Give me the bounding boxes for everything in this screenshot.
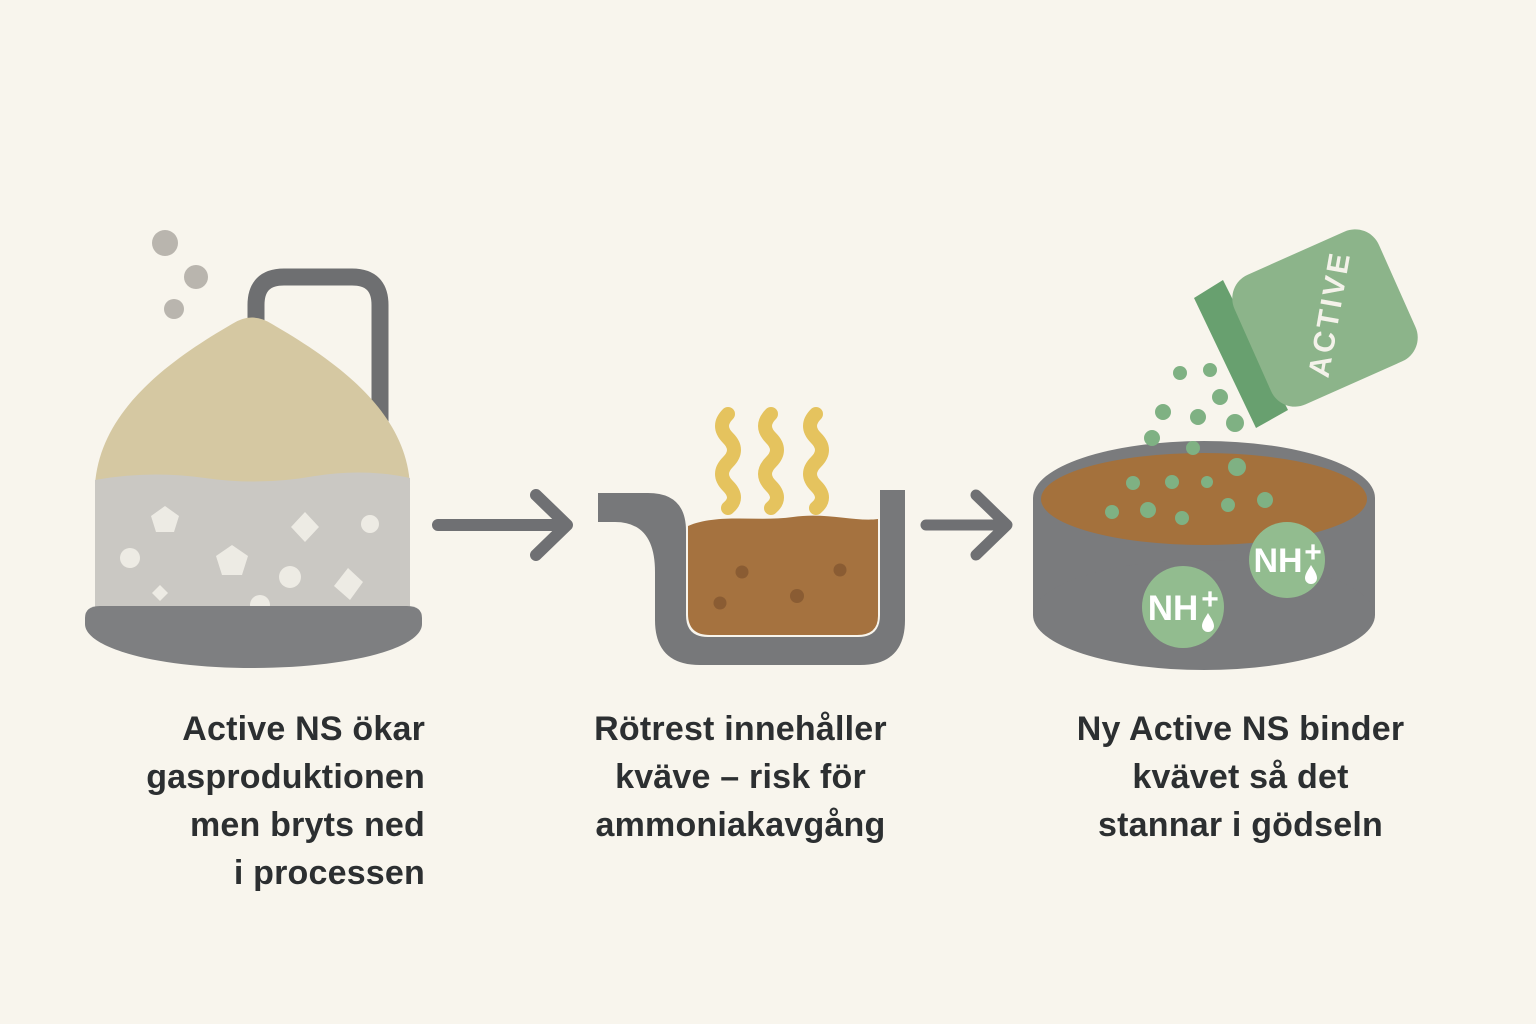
arrow-right-icon <box>920 489 1013 561</box>
caption-line: kväve – risk för <box>615 758 866 796</box>
tank-pipe-handle-icon <box>247 268 389 520</box>
nh4-charge: + <box>1304 536 1322 569</box>
digestate-vessel <box>598 490 905 665</box>
manure-bowl-with-active-pour-illustration: ACTIVE NH + NH + <box>1033 229 1418 670</box>
nh4-badge: NH + <box>1142 566 1224 648</box>
caption-line: gasproduktionen <box>146 758 425 796</box>
substrate-chunks <box>120 506 379 615</box>
step2-caption: Rötrest innehåller kväve – risk för ammo… <box>563 705 918 849</box>
caption-line: Active NS ökar <box>182 710 425 748</box>
nh4-droplet-icon <box>1305 565 1317 584</box>
arrow-right-icon <box>432 489 573 561</box>
step3-caption: Ny Active NS binder kvävet så det stanna… <box>1058 705 1423 849</box>
nh4-droplet-icon <box>1202 613 1214 632</box>
gas-bubbles-icon <box>152 230 208 319</box>
granule-dots <box>1105 363 1273 525</box>
digester-base <box>85 606 422 668</box>
steam-icon <box>715 407 829 515</box>
active-bag <box>1232 229 1418 407</box>
nh4-formula: NH <box>1253 542 1302 580</box>
nh4-charge: + <box>1201 583 1219 616</box>
caption-line: kvävet så det <box>1132 758 1349 796</box>
nh4-formula: NH <box>1148 589 1199 628</box>
caption-line: Ny Active NS binder <box>1076 710 1405 748</box>
caption-line: ammoniakavgång <box>595 806 886 844</box>
active-bag-flap <box>1194 280 1288 428</box>
caption-line: stannar i gödseln <box>1098 806 1383 844</box>
steaming-digestate-vessel-illustration <box>598 407 905 665</box>
caption-line: men bryts ned <box>190 806 425 844</box>
caption-line: i processen <box>233 854 425 892</box>
manure-surface <box>1041 453 1367 545</box>
step1-caption: Active NS ökar gasproduktionen men bryts… <box>95 705 425 897</box>
digestate-particles <box>713 563 847 610</box>
digester-dome <box>95 317 410 512</box>
biogas-digester-tank-illustration <box>85 230 422 668</box>
caption-line: Rötrest innehåller <box>594 710 887 748</box>
nh4-badge: NH + <box>1249 522 1325 598</box>
digestate-liquid <box>688 515 878 635</box>
